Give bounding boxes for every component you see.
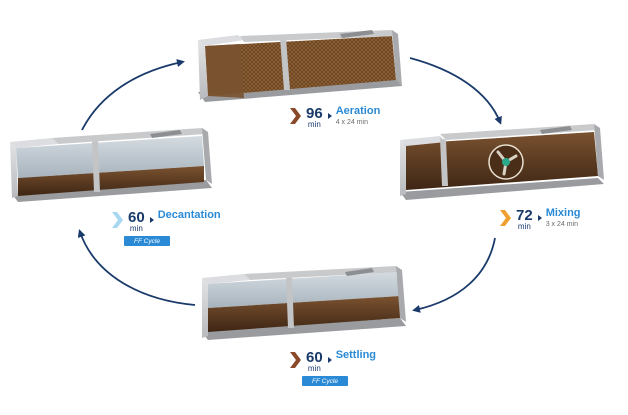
arrow-decantation-to-aeration	[81, 59, 185, 131]
phase-label-mixing: 72 min Mixing 3 x 24 min	[500, 207, 581, 231]
phase-label-aeration: 96 min Aeration 4 x 24 min	[290, 105, 381, 129]
arrow-settling-to-decantation	[77, 229, 196, 306]
phase-duration: 60 min	[306, 349, 323, 373]
phase-info: Decantation	[157, 209, 221, 221]
tank-settling	[202, 266, 406, 340]
phase-info: Aeration 4 x 24 min	[335, 105, 381, 126]
arrow-aeration-to-mixing	[409, 57, 502, 125]
chevron-icon	[500, 210, 511, 226]
pointer-icon	[327, 357, 332, 363]
phase-duration: 72 min	[516, 207, 533, 231]
ff-cycle-badge: FF Cycle	[124, 236, 170, 246]
chevron-icon	[290, 352, 301, 368]
phase-label-decantation: 60 min Decantation	[112, 209, 221, 233]
phase-info: Mixing 3 x 24 min	[545, 207, 581, 228]
chevron-icon	[290, 108, 301, 124]
arrow-mixing-to-settling	[412, 237, 496, 313]
tank-decantation	[10, 128, 212, 202]
ff-cycle-badge: FF Cycle	[302, 376, 348, 386]
chevron-icon	[112, 212, 123, 228]
phase-duration: 60 min	[128, 209, 145, 233]
phase-duration: 96 min	[306, 105, 323, 129]
pointer-icon	[327, 113, 332, 119]
tank-mixing	[400, 124, 604, 200]
phase-label-settling: 60 min Settling	[290, 349, 377, 373]
phase-info: Settling	[335, 349, 377, 361]
pointer-icon	[149, 217, 154, 223]
pointer-icon	[537, 215, 542, 221]
tank-aeration	[198, 30, 402, 102]
